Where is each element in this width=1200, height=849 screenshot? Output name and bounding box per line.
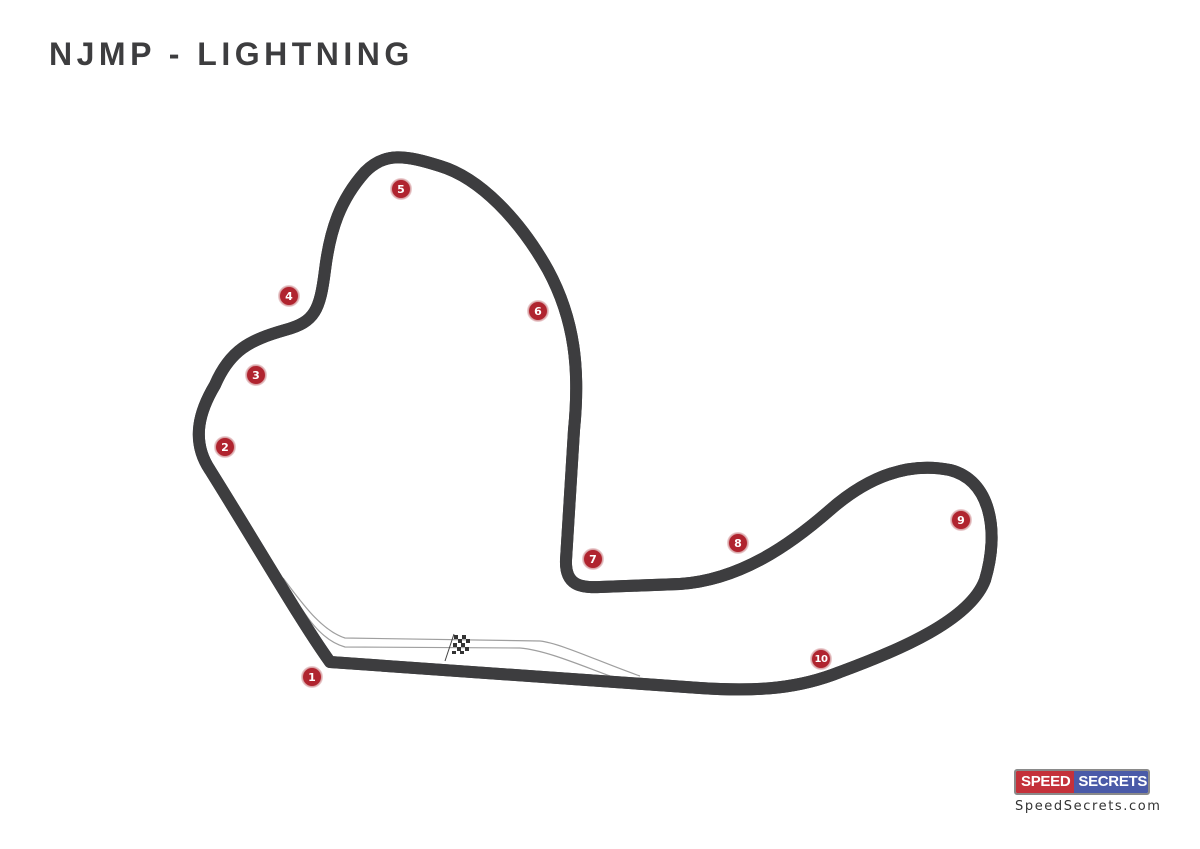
corner-marker-5: 5 <box>391 179 411 199</box>
corner-marker-4: 4 <box>279 286 299 306</box>
corner-marker-1: 1 <box>302 667 322 687</box>
corner-marker-9: 9 <box>951 510 971 530</box>
logo-word-speed: SPEED <box>1016 771 1075 793</box>
corner-marker-7: 7 <box>583 549 603 569</box>
corner-marker-10: 10 <box>811 649 831 669</box>
logo-word-secrets: SECRETS <box>1074 771 1148 793</box>
corner-marker-6: 6 <box>528 301 548 321</box>
corner-marker-3: 3 <box>246 365 266 385</box>
speed-secrets-logo: SPEED SECRETS <box>1014 769 1150 795</box>
track-outline <box>199 157 992 689</box>
corner-marker-2: 2 <box>215 437 235 457</box>
website-url: SpeedSecrets.com <box>1015 799 1162 814</box>
corner-marker-8: 8 <box>728 533 748 553</box>
page-title: NJMP - LIGHTNING <box>49 36 414 72</box>
checkered-flag-icon <box>444 633 470 662</box>
